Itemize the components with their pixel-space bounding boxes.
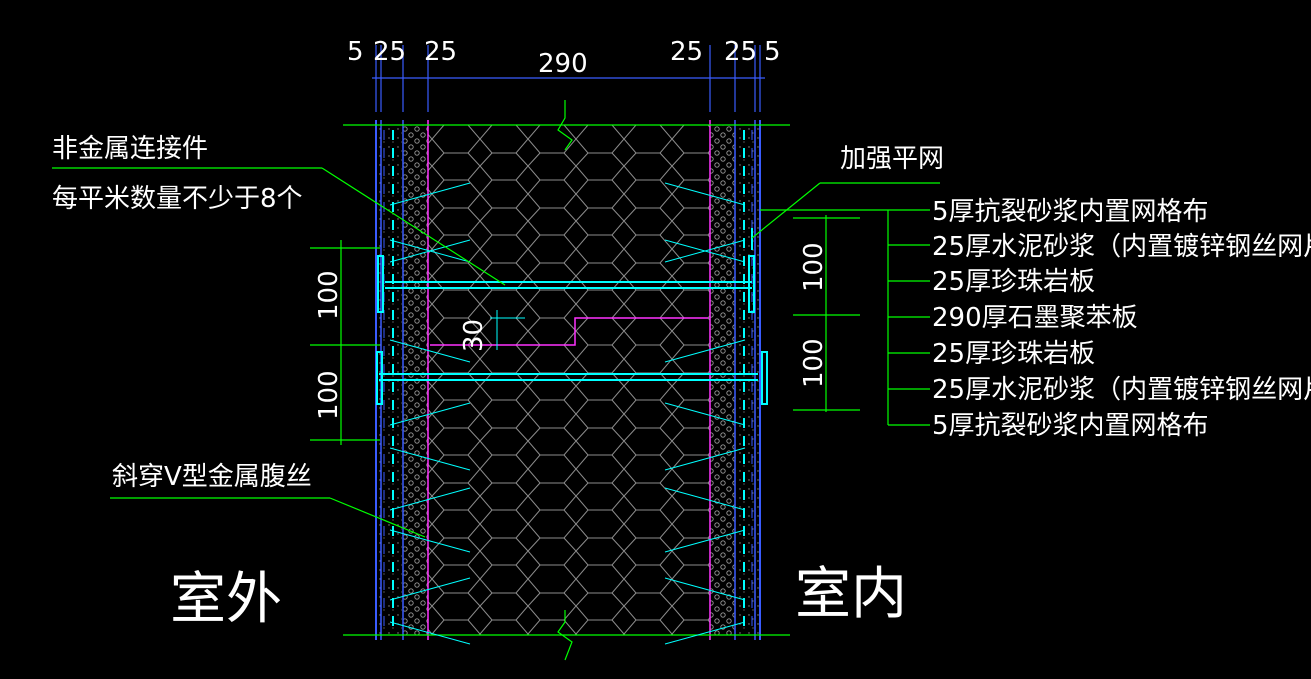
reinforcing-mesh-label: 加强平网 [840,144,944,174]
dim-top-2: 25 [373,37,406,67]
dim-left-1: 100 [314,270,344,320]
layer-label-7: 5厚抗裂砂浆内置网格布 [932,411,1209,441]
connector-quantity-note: 每平米数量不少于8个 [52,184,303,214]
left-leaders [52,167,506,538]
v-wire [389,239,471,263]
right-dimension-texts: 100 100 [799,242,829,388]
v-wire [389,487,471,511]
top-dimension-texts: 5 25 25 290 25 25 5 [347,37,781,79]
layer-label-2: 25厚水泥砂浆（内置镀锌钢丝网片） [932,232,1311,262]
v-wire [664,447,746,471]
v-wire [664,577,746,601]
v-wire [389,182,471,206]
layer-label-5: 25厚珍珠岩板 [932,339,1095,369]
outside-label: 室外 [170,567,282,632]
galvanized-mesh-lines [383,130,753,630]
dim-top-1: 5 [347,37,364,67]
dim-top-5: 25 [670,37,703,67]
dim-inner: 30 [459,319,489,352]
v-wire [664,529,746,553]
right-dimension-line [793,215,860,412]
v-wire [389,529,471,553]
v-wire-label: 斜穿V型金属腹丝 [112,462,312,492]
dimension-30-helper [490,310,525,350]
inside-label: 室内 [795,562,907,627]
v-wire [389,402,471,426]
left-dimension-line [310,240,380,445]
dim-top-6: 25 [724,37,757,67]
dim-top-7: 5 [764,37,781,67]
dim-top-3: 25 [424,37,457,67]
v-wire [389,621,471,645]
dim-top-4: 290 [538,49,588,79]
v-wire [664,487,746,511]
top-dimension-line [372,45,765,112]
v-wire [664,239,746,263]
right-leaders [751,182,940,426]
v-wire [664,402,746,426]
connector-title: 非金属连接件 [52,134,208,164]
v-wire [389,577,471,601]
v-wire-diagonals [389,182,746,645]
layer-label-1: 5厚抗裂砂浆内置网格布 [932,197,1209,227]
non-metal-connectors [376,228,768,405]
board-joint-line [430,317,708,346]
layer-label-3: 25厚珍珠岩板 [932,267,1095,297]
dim-right-1: 100 [799,242,829,292]
v-wire [664,339,746,363]
v-wire [664,621,746,645]
v-wire [389,447,471,471]
v-wire [389,339,471,363]
layer-label-6: 25厚水泥砂浆（内置镀锌钢丝网片） [932,375,1311,405]
left-dimension-texts: 100 100 30 [314,270,489,420]
layer-label-4: 290厚石墨聚苯板 [932,303,1138,333]
dim-left-2: 100 [314,370,344,420]
v-wire [664,182,746,206]
dim-right-2: 100 [799,338,829,388]
